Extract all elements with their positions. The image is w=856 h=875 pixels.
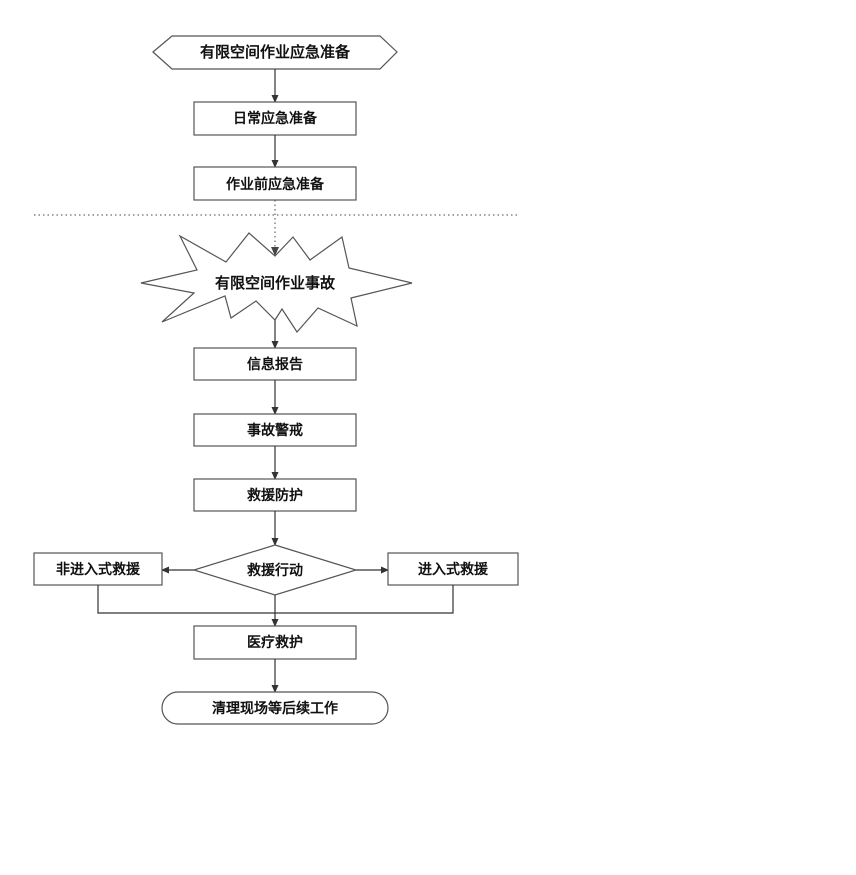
accident-label: 有限空间作业事故 (215, 274, 336, 292)
protection-label: 救援防护 (247, 487, 303, 504)
rescue-decision-label: 救援行动 (247, 562, 303, 579)
start-node: 有限空间作业应急准备 (152, 35, 398, 70)
non-entry-rescue-node: 非进入式救援 (33, 552, 163, 586)
info-report-node: 信息报告 (193, 347, 357, 381)
accident-node: 有限空间作业事故 (140, 232, 413, 333)
protection-node: 救援防护 (193, 478, 357, 512)
rescue-decision-node: 救援行动 (191, 544, 359, 596)
dotted-arrow-head (271, 247, 279, 256)
alert-node: 事故警戒 (193, 413, 357, 447)
cleanup-label: 清理现场等后续工作 (212, 700, 338, 717)
pre-work-prep-label: 作业前应急准备 (226, 176, 325, 193)
start-node-label: 有限空间作业应急准备 (200, 43, 351, 61)
info-report-label: 信息报告 (247, 356, 303, 373)
daily-prep-node: 日常应急准备 (193, 101, 357, 136)
non-entry-rescue-label: 非进入式救援 (56, 561, 141, 578)
pre-work-prep-node: 作业前应急准备 (193, 166, 357, 201)
entry-rescue-node: 进入式救援 (387, 552, 519, 586)
alert-label: 事故警戒 (247, 422, 303, 439)
medical-node: 医疗救护 (193, 625, 357, 660)
cleanup-node: 清理现场等后续工作 (161, 691, 389, 725)
entry-rescue-label: 进入式救援 (418, 561, 489, 578)
medical-label: 医疗救护 (247, 634, 303, 651)
daily-prep-label: 日常应急准备 (233, 110, 318, 127)
